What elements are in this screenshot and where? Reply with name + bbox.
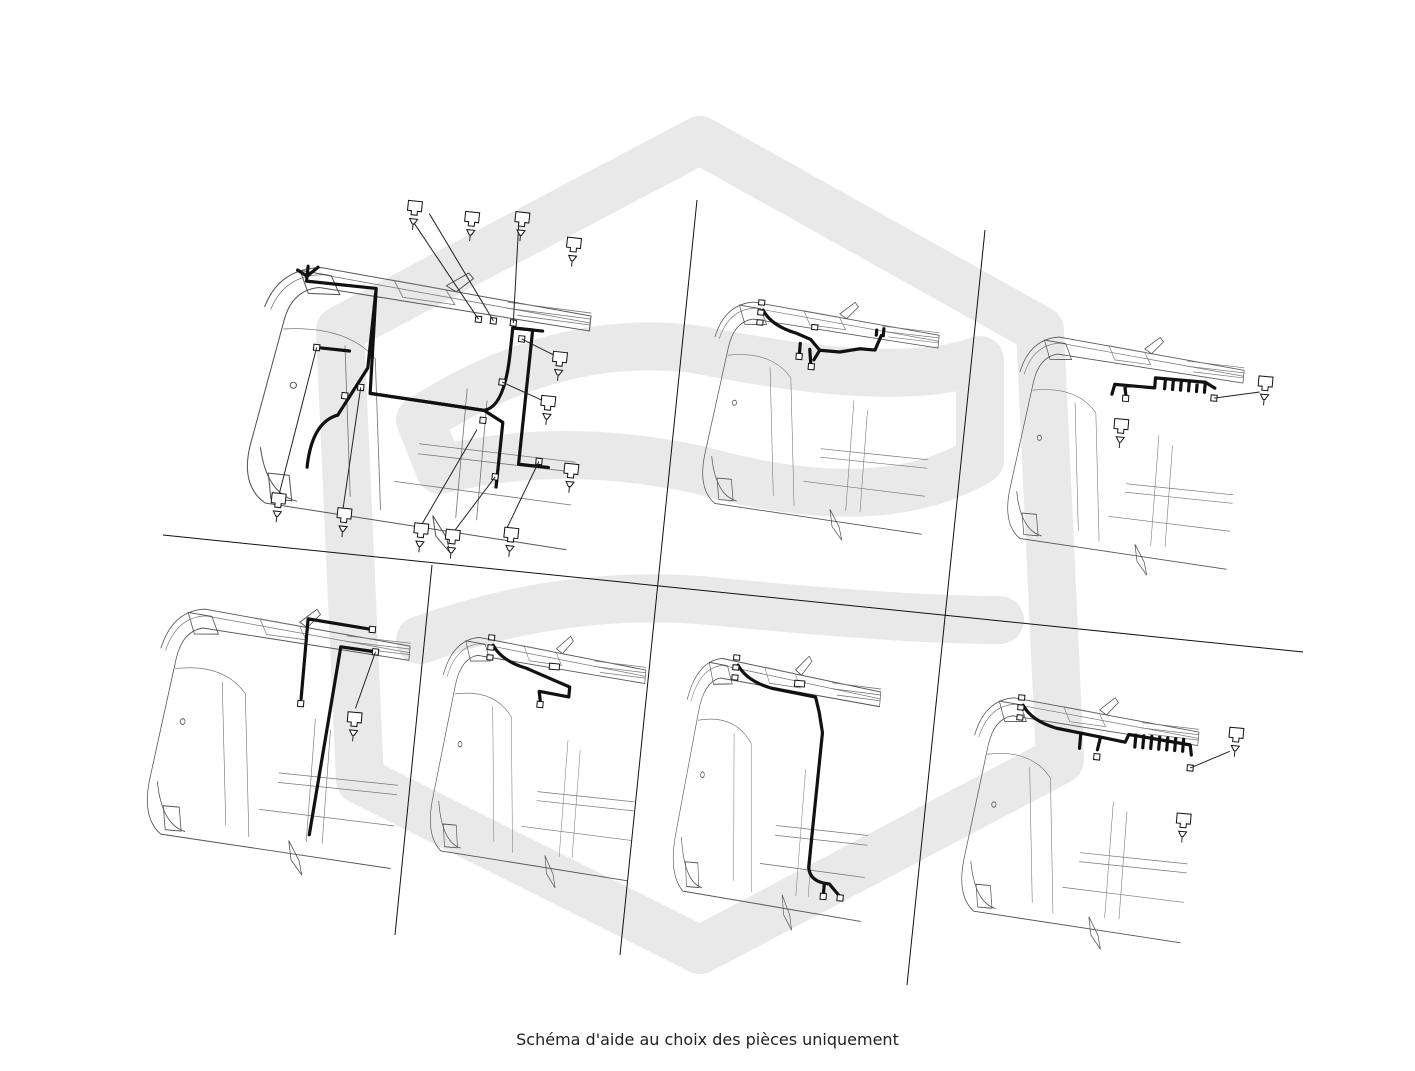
panel-6 [667, 645, 884, 937]
panel-separators [162, 199, 1304, 986]
caption: Schéma d'aide au choix des pièces unique… [516, 1030, 899, 1049]
panel-3 [1002, 325, 1274, 583]
panel-4 [141, 595, 414, 884]
watermark-logo-icon [316, 116, 1084, 974]
panel-1 [239, 199, 595, 566]
panel-7 [955, 685, 1245, 957]
panel-5 [424, 625, 649, 895]
panel-2 [697, 290, 942, 548]
